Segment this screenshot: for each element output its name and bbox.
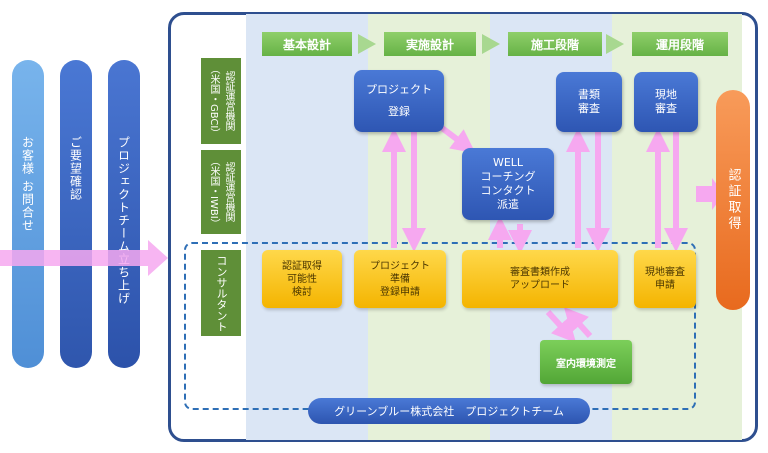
phase-operation: 運用段階 [632,32,728,56]
pill-label: お客様 お問合せ [20,136,35,232]
box-line: 派遣 [497,198,519,211]
row-label-text: 認証運営機関 （米国・IWBI） [208,155,234,229]
box-line: プロジェクト [370,260,430,272]
box-line: 現地審査 [645,267,685,278]
row-label-gbci: 認証運営機関 （米国・GBCI） [201,58,241,144]
phase-arrow [606,34,624,54]
box-line: 可能性 [287,273,317,285]
box-line: 登録 [388,105,410,118]
pill-requirements: ご要望確認 [60,60,92,368]
row-label-text: コンサルタント [215,254,228,332]
box-line: 申請 [655,280,675,291]
box-site-review: 現地 審査 [634,72,698,132]
box-project-register: プロジェクト 登録 [354,70,444,132]
box-line: 書類 [578,88,600,101]
pill-label: ご要望確認 [68,136,83,201]
team-bar: グリーンブルー株式会社 プロジェクトチーム [308,398,590,424]
certification-pill: 認証取得 [716,90,750,310]
phase-detail-design: 実施設計 [384,32,476,56]
box-line: アップロード [510,280,570,291]
team-label: グリーンブルー株式会社 プロジェクトチーム [334,405,564,418]
box-line: 審査 [655,102,677,115]
phase-arrow [358,34,376,54]
box-line: WELL [492,156,524,169]
box-line: 登録申請 [380,286,420,298]
phase-basic-design: 基本設計 [262,32,352,56]
box-docs-upload: 審査書類作成 アップロード [462,250,618,308]
box-line: コーチング [480,170,536,183]
box-line: 準備 [390,273,410,285]
row-label-consultant: コンサルタント [201,250,241,336]
box-line: 審査 [578,102,600,115]
row-label-iwbi: 認証運営機関 （米国・IWBI） [201,150,241,234]
box-line: 検討 [292,286,312,298]
box-well-coaching: WELL コーチング コンタクト 派遣 [462,148,554,220]
row-label-text: 認証運営機関 （米国・GBCI） [208,63,234,139]
box-feasibility: 認証取得 可能性 検討 [262,250,342,308]
box-document-review: 書類 審査 [556,72,622,132]
box-project-prep: プロジェクト 準備 登録申請 [354,250,446,308]
box-line: 認証取得 [282,260,322,272]
box-site-apply: 現地審査 申請 [634,250,696,308]
phase-arrow [482,34,500,54]
box-line: 現地 [655,88,677,101]
phase-construction: 施工段階 [508,32,602,56]
band-basic-design [246,14,368,440]
certification-label: 認証取得 [725,168,741,232]
box-line: 審査書類作成 [510,267,570,278]
box-indoor-env-measure: 室内環境測定 [540,340,632,384]
pill-customer-inquiry: お客様 お問合せ [12,60,44,368]
box-line: コンタクト [480,184,536,197]
box-line: プロジェクト [366,83,432,96]
